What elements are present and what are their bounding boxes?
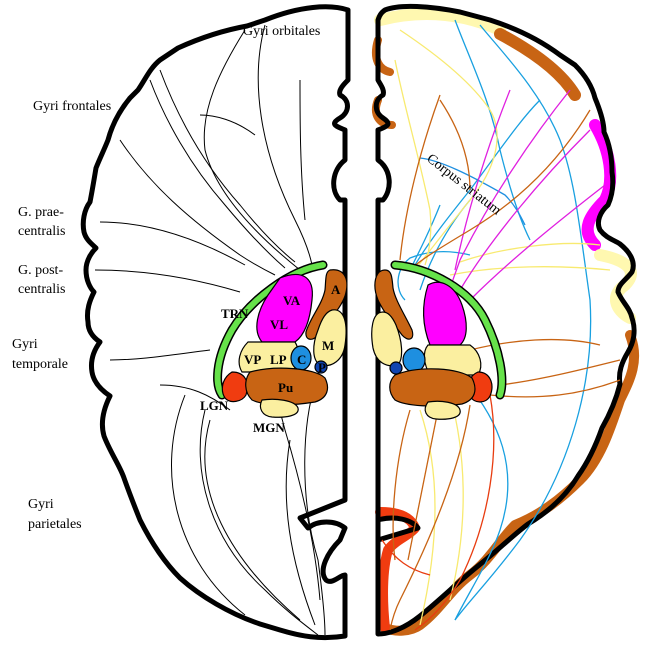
label-va: VA: [283, 293, 301, 308]
label-vl: VL: [270, 317, 288, 332]
anterior-nucleus-right: [374, 269, 414, 340]
label-m: M: [322, 338, 334, 353]
right-cortex-bands: [371, 8, 640, 636]
label-mgn: MGN: [253, 420, 285, 435]
label-lp: LP: [270, 352, 287, 367]
label-gyri-parietales-2: parietales: [28, 517, 82, 532]
label-pu: Pu: [278, 380, 293, 395]
left-tracts: [94, 24, 326, 636]
anterior-nucleus-left: [305, 269, 348, 340]
pulvinar-nucleus-right: [389, 368, 476, 407]
va-vl-nucleus-left: [256, 273, 313, 343]
label-gyri-temporale-1: Gyri: [12, 337, 38, 352]
label-g-praecentralis-1: G. prae-: [18, 205, 64, 220]
label-gyri-orbitales: Gyri orbitales: [243, 24, 320, 39]
central-nucleus-right: [402, 347, 426, 373]
label-a: A: [331, 282, 341, 297]
label-gyri-temporale-2: temporale: [12, 357, 68, 372]
parafascicular-nucleus-right: [389, 361, 403, 375]
va-vl-nucleus-right: [422, 281, 467, 346]
left-hemisphere-outline: [80, 4, 351, 641]
label-p: P: [318, 360, 326, 375]
label-c: C: [297, 352, 306, 367]
label-g-praecentralis-2: centralis: [18, 224, 65, 239]
label-trn: TRN: [221, 306, 249, 321]
right-hemisphere: [371, 3, 640, 637]
mgn-nucleus-left: [259, 398, 299, 418]
trn-arc-right-fill: [392, 262, 505, 398]
label-lgn: LGN: [200, 398, 229, 413]
label-gyri-frontales: Gyri frontales: [33, 99, 111, 114]
label-g-postcentralis-1: G. post-: [18, 263, 63, 278]
left-hemisphere: [80, 4, 351, 641]
label-vp: VP: [244, 352, 261, 367]
mgn-nucleus-right: [424, 400, 461, 420]
nucleus-labels: TRN VA VL A M VP LP C P Pu LGN MGN: [200, 282, 341, 435]
right-hemisphere-outline: [373, 3, 637, 637]
parafascicular-nucleus-left: [314, 360, 328, 374]
pulvinar-nucleus-left: [245, 367, 329, 406]
lgn-nucleus-left: [221, 371, 248, 403]
label-gyri-parietales-1: Gyri: [28, 497, 54, 512]
label-g-postcentralis-2: centralis: [18, 282, 65, 297]
